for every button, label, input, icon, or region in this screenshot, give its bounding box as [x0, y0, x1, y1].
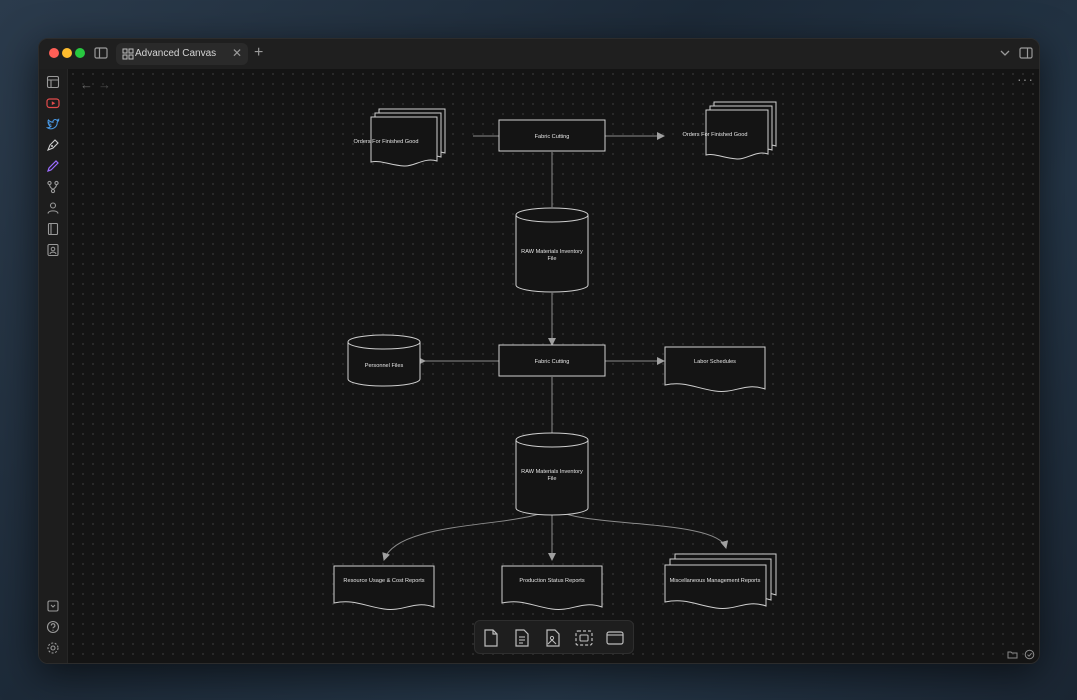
label-db-upper-2: File	[547, 256, 556, 262]
left-ribbon	[39, 69, 68, 663]
pen-tool-icon[interactable]	[46, 138, 60, 152]
label-personnel: Personnel Files	[365, 363, 404, 369]
tab-title: Advanced Canvas	[135, 48, 217, 59]
git-branch-icon[interactable]	[46, 180, 60, 194]
multi-document-orders-right[interactable]: Orders For Finished Good	[683, 101, 777, 160]
chevron-down-icon[interactable]	[999, 47, 1011, 59]
edge-db2-to-resource	[382, 505, 553, 561]
database-raw-materials-lower[interactable]: RAW Materials Inventory File	[515, 432, 589, 516]
pencil-icon[interactable]	[46, 159, 60, 173]
process-fabric-cutting-top[interactable]: Fabric Cutting	[498, 119, 606, 152]
person-icon[interactable]	[46, 201, 60, 215]
close-window-button[interactable]	[49, 48, 59, 58]
folder-check-icon[interactable]	[1007, 649, 1018, 660]
label-db-lower-1: RAW Materials Inventory	[521, 469, 583, 475]
minimize-window-button[interactable]	[62, 48, 72, 58]
document-production-status-reports[interactable]: Production Status Reports	[501, 565, 603, 610]
settings-gear-icon[interactable]	[46, 641, 60, 655]
label-misc: Miscellaneous Management Reports	[670, 578, 761, 584]
label-db-lower-2: File	[547, 476, 556, 482]
back-arrow-icon[interactable]: ←	[80, 77, 93, 92]
contact-card-icon[interactable]	[46, 243, 60, 257]
label-orders-left: Orders For Finished Good	[354, 139, 419, 145]
new-card-icon[interactable]	[481, 628, 501, 648]
document-resource-usage-reports[interactable]: Resource Usage & Cost Reports	[333, 565, 435, 610]
new-tab-button[interactable]: +	[254, 44, 264, 61]
sidebar-toggle-icon[interactable]	[94, 46, 108, 60]
forward-arrow-icon[interactable]: →	[98, 77, 111, 92]
youtube-icon[interactable]	[46, 96, 60, 110]
label-labor: Labor Schedules	[694, 359, 736, 365]
title-bar: Advanced Canvas ✕ +	[39, 39, 1039, 69]
label-db-upper-1: RAW Materials Inventory	[521, 249, 583, 255]
add-media-icon[interactable]	[543, 628, 563, 648]
add-group-icon[interactable]	[574, 628, 594, 648]
maximize-window-button[interactable]	[75, 48, 85, 58]
canvas-grid-icon	[122, 48, 134, 60]
multi-document-orders-left[interactable]: Orders For Finished Good	[354, 108, 446, 167]
twitter-icon[interactable]	[46, 117, 60, 131]
label-resource: Resource Usage & Cost Reports	[343, 578, 424, 584]
tab-advanced-canvas[interactable]: Advanced Canvas ✕	[116, 43, 248, 65]
flowchart-diagram: Orders For Finished Good Fabric Cutting …	[333, 101, 777, 610]
database-raw-materials-upper[interactable]: RAW Materials Inventory File	[515, 207, 589, 293]
label-process-middle: Fabric Cutting	[535, 359, 570, 365]
process-fabric-cutting-middle[interactable]: Fabric Cutting	[498, 344, 606, 377]
database-personnel-files[interactable]: Personnel Files	[347, 334, 421, 387]
label-process-top: Fabric Cutting	[535, 134, 570, 140]
card-creation-toolbar	[474, 620, 634, 654]
book-icon[interactable]	[46, 222, 60, 236]
sync-status-icon[interactable]	[1024, 649, 1035, 660]
right-sidebar-toggle-icon[interactable]	[1019, 46, 1033, 60]
canvas-area[interactable]: ← → ···	[68, 69, 1039, 663]
layout-icon[interactable]	[46, 75, 60, 89]
app-window: Advanced Canvas ✕ +	[38, 38, 1040, 664]
document-labor-schedules[interactable]: Labor Schedules	[664, 346, 766, 392]
label-orders-right: Orders For Finished Good	[683, 132, 748, 138]
close-icon[interactable]: ✕	[231, 46, 242, 60]
label-production: Production Status Reports	[519, 578, 584, 584]
more-options-icon[interactable]: ···	[1017, 71, 1034, 87]
vault-icon[interactable]	[46, 599, 60, 613]
multi-document-misc-management-reports[interactable]: Miscellaneous Management Reports	[664, 553, 777, 609]
help-icon[interactable]	[46, 620, 60, 634]
add-frame-icon[interactable]	[605, 628, 625, 648]
new-note-icon[interactable]	[512, 628, 532, 648]
